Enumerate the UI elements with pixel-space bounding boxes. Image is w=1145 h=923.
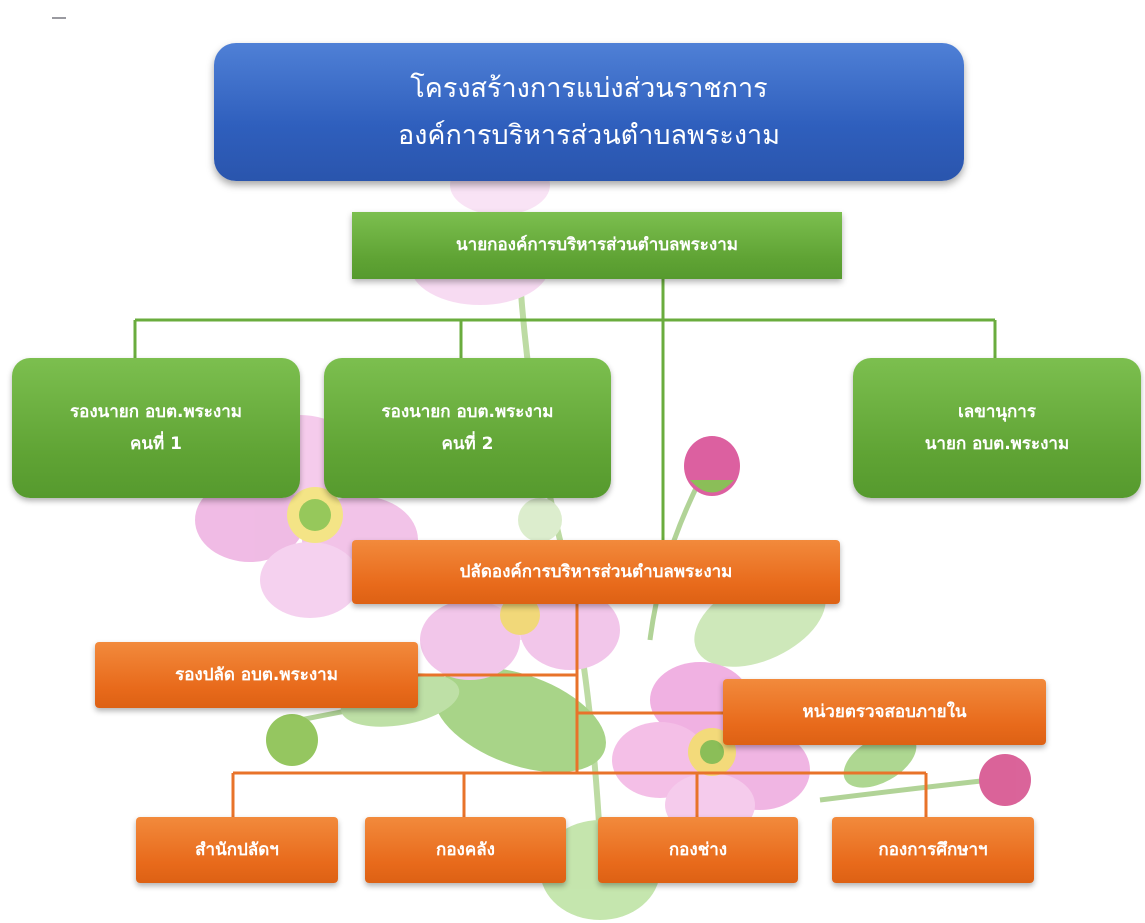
node-division-0: สำนักปลัดฯ xyxy=(136,817,338,883)
flower-bud xyxy=(518,498,562,542)
flower-petal xyxy=(195,478,305,562)
flower-bud xyxy=(979,754,1031,806)
node-deputy-mayor-1-line-1: รองนายก อบต.พระงาม xyxy=(69,401,242,422)
green-connectors xyxy=(133,279,997,540)
flower-petal xyxy=(520,590,620,670)
node-division-2: กองช่าง xyxy=(598,817,798,883)
flower-petal xyxy=(260,542,360,618)
chart-title-line-1: โครงสร้างการแบ่งส่วนราชการ xyxy=(410,72,768,104)
chart-title-line-2: องค์การบริหารส่วนตำบลพระงาม xyxy=(398,120,780,151)
node-chief-administrator-label: ปลัดองค์การบริหารส่วนตำบลพระงาม xyxy=(459,561,733,582)
node-mayor-secretary-line-2: นายก อบต.พระงาม xyxy=(924,434,1070,454)
node-division-2-label: กองช่าง xyxy=(668,839,728,860)
node-mayor-secretary: เลขานุการ นายก อบต.พระงาม xyxy=(853,358,1141,498)
node-deputy-mayor-2-line-2: คนที่ 2 xyxy=(441,434,494,454)
node-division-0-label: สำนักปลัดฯ xyxy=(195,839,279,860)
orange-connectors xyxy=(231,604,928,817)
node-division-3: กองการศึกษาฯ xyxy=(832,817,1034,883)
flower-center xyxy=(299,499,331,531)
node-deputy-mayor-2: รองนายก อบต.พระงาม คนที่ 2 xyxy=(324,358,611,498)
node-mayor: นายกองค์การบริหารส่วนตำบลพระงาม xyxy=(352,212,842,279)
node-chief-administrator: ปลัดองค์การบริหารส่วนตำบลพระงาม xyxy=(352,540,840,604)
node-deputy-mayor-1: รองนายก อบต.พระงาม คนที่ 1 xyxy=(12,358,300,498)
flower-bud xyxy=(266,714,318,766)
flower-petal xyxy=(420,600,520,680)
chart-title-box: โครงสร้างการแบ่งส่วนราชการ องค์การบริหาร… xyxy=(214,43,964,181)
corner-mark xyxy=(52,17,66,19)
node-internal-audit: หน่วยตรวจสอบภายใน xyxy=(723,679,1046,745)
node-division-3-label: กองการศึกษาฯ xyxy=(878,839,988,860)
node-division-1-label: กองคลัง xyxy=(436,839,495,860)
flower-stem xyxy=(819,777,991,803)
node-deputy-chief: รองปลัด อบต.พระงาม xyxy=(95,642,418,708)
node-division-1: กองคลัง xyxy=(365,817,566,883)
node-mayor-label: นายกองค์การบริหารส่วนตำบลพระงาม xyxy=(456,235,738,256)
node-deputy-mayor-2-line-1: รองนายก อบต.พระงาม xyxy=(381,401,554,422)
node-mayor-secretary-line-1: เลขานุการ xyxy=(958,401,1036,422)
node-internal-audit-label: หน่วยตรวจสอบภายใน xyxy=(802,701,967,722)
flower-bud-leaf xyxy=(690,480,734,493)
node-deputy-chief-label: รองปลัด อบต.พระงาม xyxy=(175,664,338,685)
flower-center xyxy=(500,595,540,635)
node-deputy-mayor-1-line-2: คนที่ 1 xyxy=(130,434,182,454)
flower-leaf xyxy=(434,667,606,773)
flower-center xyxy=(700,740,724,764)
